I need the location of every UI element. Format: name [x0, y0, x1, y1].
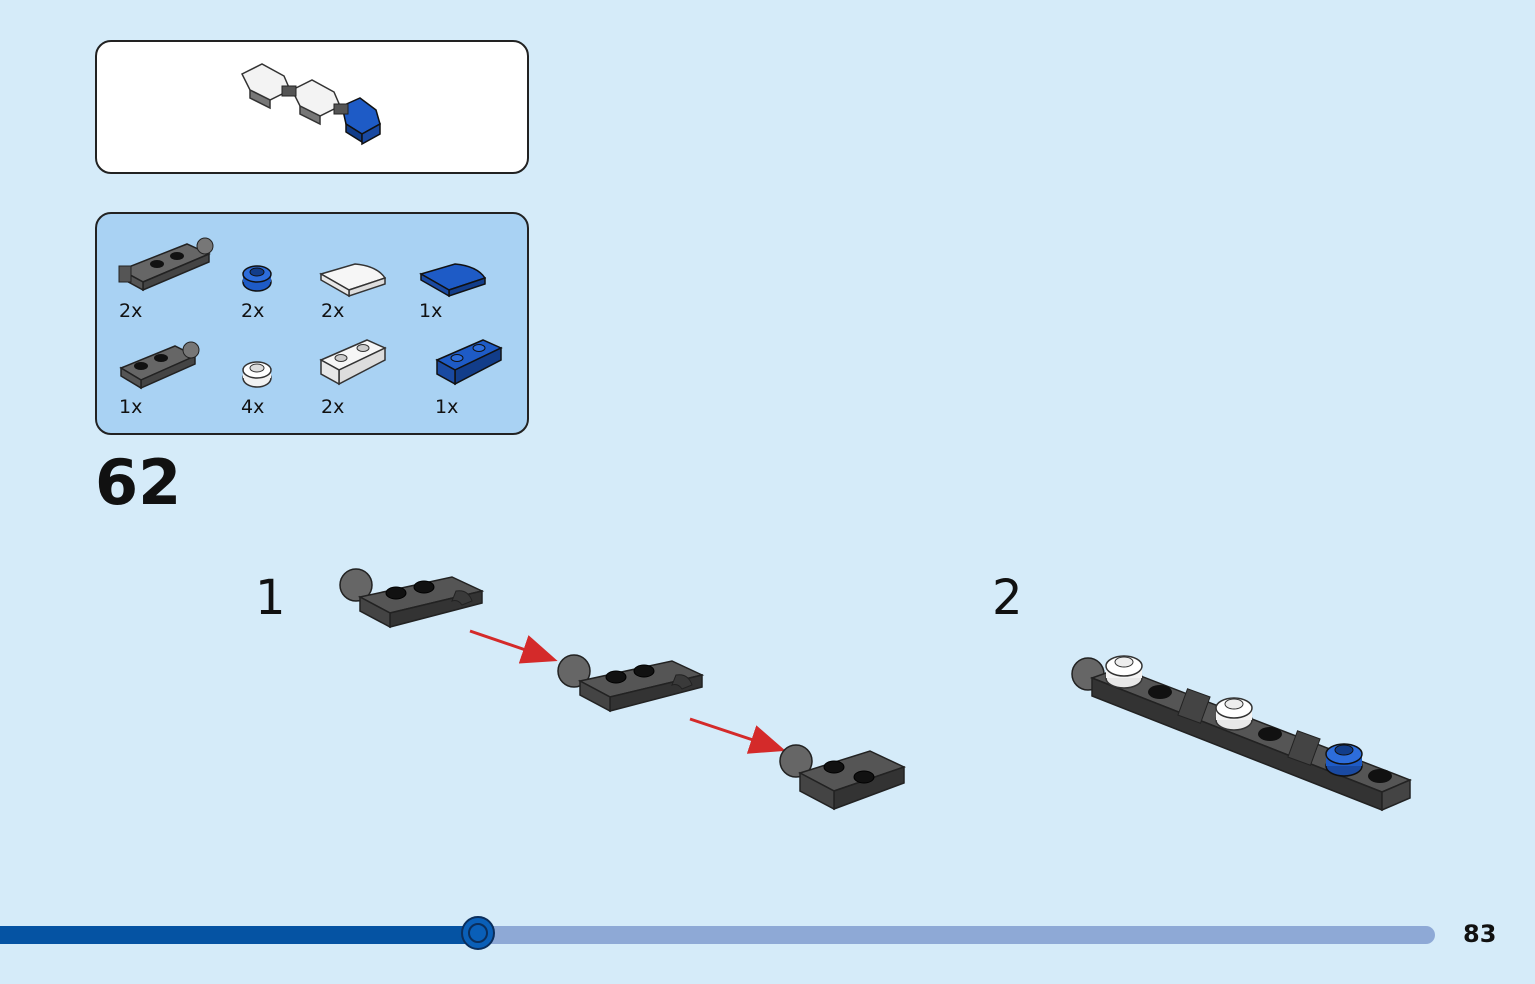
- part-qty: 2x: [321, 396, 345, 418]
- substep-2-number: 2: [992, 570, 1023, 626]
- step-number: 62: [95, 446, 182, 519]
- submodel-preview-icon: [240, 63, 381, 146]
- build-progress-bar: [0, 916, 1435, 950]
- blue-curved-slope-icon: [419, 260, 489, 300]
- substep-1-illustration: [339, 568, 906, 811]
- part-qty: 1x: [435, 396, 459, 418]
- build-progress-fill: [0, 926, 478, 944]
- substep-2-illustration: [1071, 655, 1412, 812]
- white-inverted-slope-icon: [319, 334, 389, 390]
- part-qty: 4x: [241, 396, 265, 418]
- part-qty: 2x: [321, 300, 345, 322]
- submodel-preview-box: [95, 40, 529, 174]
- part-qty: 2x: [119, 300, 143, 322]
- page-number: 83: [1463, 920, 1497, 948]
- white-round-plate-1x1-icon: [239, 358, 275, 392]
- white-curved-slope-icon: [319, 260, 389, 300]
- part-qty: 1x: [419, 300, 443, 322]
- blue-round-plate-1x1-icon: [239, 262, 275, 296]
- gray-ball-plate-1x3-icon: [117, 338, 203, 394]
- substep-1-number: 1: [255, 570, 286, 626]
- blue-inverted-slope-icon: [435, 334, 505, 390]
- part-qty: 2x: [241, 300, 265, 322]
- parts-list-panel: 2x 2x 2x 1x: [95, 212, 529, 435]
- build-progress-knob: [460, 916, 495, 950]
- gray-hinge-plate-1x4-icon: [117, 236, 217, 296]
- part-qty: 1x: [119, 396, 143, 418]
